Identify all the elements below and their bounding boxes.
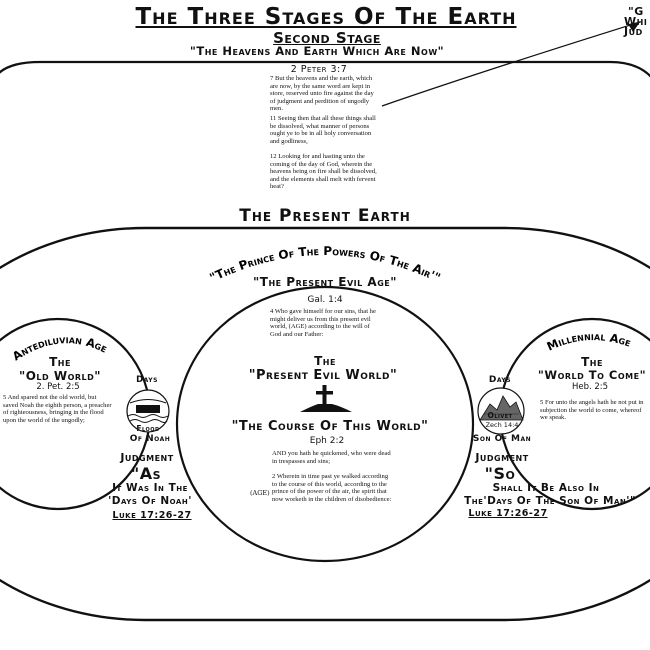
course-of-world: "The Course Of This World" (231, 419, 429, 434)
eph-ref: Eph 2:2 (309, 436, 345, 446)
judgment-arrow (381, 21, 641, 107)
right-verse: 5 For unto the angels hath he not put in… (540, 399, 644, 422)
evil-age-label: "The Present Evil Age" (253, 275, 397, 289)
present-world-oval (175, 285, 475, 563)
right-ref: Heb. 2:5 (571, 382, 609, 392)
present-evil-world: "Present Evil World" (248, 368, 398, 383)
right-son-of-man: Son Of Man (472, 434, 532, 444)
world-to-come-label: "World To Come" (537, 368, 647, 382)
right-age-arc: Millennial Age (545, 329, 633, 354)
as-word: "As (130, 464, 162, 483)
gal-text: 4 Who gave himself for our sins, that he… (270, 308, 376, 338)
center-the: The (314, 354, 336, 368)
stage-label: Second Stage (273, 29, 381, 47)
as-line-1: It Was In The (112, 482, 188, 494)
cross-hill (300, 385, 352, 412)
right-days: Days (488, 375, 512, 385)
age-note: (AGE) (250, 489, 270, 497)
corner-line-1: "G (628, 5, 644, 18)
stage-quote: "The Heavens And Earth Which Are Now" (189, 44, 445, 58)
left-the: The (49, 355, 71, 369)
eph-verse-1: AND you hath he quickened, who were dead… (272, 450, 391, 465)
left-of-noah: Of Noah (129, 434, 171, 444)
gal-ref: Gal. 1:4 (307, 295, 343, 305)
left-luke: Luke 17:26-27 (112, 510, 192, 521)
page-title: The Three Stages Of The Earth (135, 4, 517, 30)
flood-emblem (126, 389, 170, 433)
peter-verse-12: 12 Looking for and hasting unto the comi… (270, 153, 377, 191)
so-line-1: Shall It Be Also In (492, 482, 600, 494)
as-line-2: 'Days Of Noah' (108, 495, 192, 507)
so-word: "So (484, 464, 516, 483)
arrow-head (628, 22, 640, 32)
right-judgment: Judgment (475, 451, 529, 464)
left-ref: 2. Pet. 2:5 (36, 382, 80, 392)
left-verse: 5 And spared not the old world, but save… (3, 394, 112, 424)
peter-verse-11: 11 Seeing then that all these things sha… (270, 115, 376, 145)
left-flood: Flood (136, 424, 160, 433)
right-zech: Zech 14:4 (485, 421, 519, 429)
corner-line-2: Whi (624, 15, 648, 28)
peter-verse-7: 7 But the heavens and the earth, which a… (270, 75, 374, 113)
old-world-label: "Old World" (18, 369, 102, 383)
corner-line-3: Jud (624, 25, 643, 38)
right-olivet: Olivet (487, 411, 513, 420)
eph-verse-2: 2 Wherein in time past ye walked accordi… (272, 473, 392, 503)
left-days: Days (136, 375, 158, 385)
olivet-emblem (477, 387, 525, 435)
right-luke: Luke 17:26-27 (468, 508, 548, 519)
left-judgment: Judgment (120, 451, 174, 464)
present-earth-oval (0, 226, 650, 622)
present-earth-title: The Present Earth (239, 206, 411, 226)
right-the: The (581, 355, 603, 369)
second-stage-frame (0, 60, 650, 78)
peter-ref: 2 Peter 3:7 (290, 64, 348, 75)
so-line-2: The'Days Of The Son Of Man'" (464, 495, 636, 507)
